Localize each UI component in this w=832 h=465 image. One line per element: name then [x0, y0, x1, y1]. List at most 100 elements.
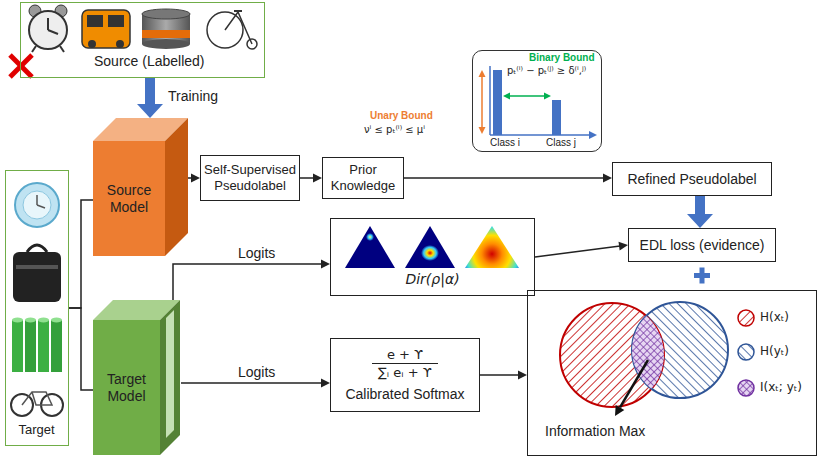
arrow-head: [618, 242, 628, 251]
alarm-clock-icon-part: [48, 30, 58, 34]
venn-diagram: [560, 302, 728, 416]
plus-sign-part: [700, 268, 705, 284]
red-cross-part: [10, 55, 32, 77]
bound-chart-part: [489, 66, 491, 135]
green-batteries-icon-part: [25, 318, 36, 323]
node-text: Class i: [490, 137, 520, 149]
legend-swatch: [736, 308, 756, 328]
connector-line: [535, 246, 620, 257]
alarm-clock-icon-part: [32, 46, 36, 52]
connector: [188, 174, 200, 183]
bound-chart-part: [490, 134, 590, 136]
edge-label: Logits: [236, 245, 277, 262]
legend-swatch-circle: [738, 380, 754, 396]
green-batteries-icon-part: [51, 318, 62, 323]
node-text: Target Model: [93, 320, 160, 455]
node-text: Unary Bound: [370, 110, 433, 122]
connector: [69, 200, 93, 308]
penny-farthing-icon-part: [234, 10, 242, 12]
green-batteries-icon-part: [12, 320, 23, 372]
black-bag-icon: [13, 245, 61, 302]
bound-chart-part: [479, 127, 486, 134]
bound-chart-part: [552, 100, 561, 135]
alarm-clock-icon-part: [60, 46, 64, 52]
target-model-cube: [93, 300, 180, 455]
node-text: Self-Supervised Pseudolabel: [204, 162, 296, 193]
connector: [300, 174, 322, 183]
alarm-clock-icon: [29, 5, 67, 52]
arrow-head: [321, 260, 330, 269]
bound-chart-part: [481, 76, 483, 128]
venn-diagram-part: [632, 302, 728, 398]
node-text: νⁱ ≤ pₜ⁽ⁱ⁾ ≤ μⁱ: [364, 124, 425, 136]
alarm-clock-icon-part: [47, 18, 49, 30]
connector-line: [181, 382, 322, 384]
softmax-box: e + ϒ∑ᵢ eᵢ + ϒCalibrated Softmax: [330, 338, 480, 412]
node-text: pₜ⁽ⁱ⁾ − pₜ⁽ʲ⁾ ≥ δ⁽ⁱ,ʲ⁾: [507, 65, 586, 77]
arrow-head: [687, 214, 713, 228]
connector-line: [173, 264, 322, 300]
black-bag-icon-part: [13, 252, 61, 302]
target-data-box: Target: [5, 170, 69, 446]
edge-label: Training: [166, 88, 220, 105]
connector: [137, 78, 163, 118]
legend-swatch: [736, 378, 756, 398]
bound-chart: [479, 66, 598, 139]
bicycle-icon: [11, 392, 63, 416]
venn-diagram-part: [632, 302, 728, 398]
process-box: Refined Pseudolabel: [612, 162, 772, 196]
orange-bag-icon-part: [108, 15, 124, 27]
dirichlet-simplex: [345, 226, 519, 268]
arrow-head: [518, 371, 527, 380]
battery-icon-part: [142, 39, 190, 49]
dirichlet-simplex-part: [405, 226, 455, 268]
legend-swatch-circle: [738, 310, 754, 326]
bound-chart-part: [509, 95, 545, 97]
target-model-cube-part: [160, 300, 180, 455]
blue-clock-icon-part: [37, 205, 45, 208]
loss-box: EDL loss (evidence): [628, 228, 776, 262]
connector-line: [480, 374, 519, 376]
dirichlet-simplex-part: [421, 245, 439, 261]
battery-icon-part: [142, 9, 190, 19]
bound-chart-box: Binary Boundpₜ⁽ⁱ⁾ − pₜ⁽ʲ⁾ ≥ δ⁽ⁱ,ʲ⁾Unary …: [472, 50, 602, 152]
green-batteries-icon-part: [51, 320, 62, 372]
node-text: e + ϒ: [381, 347, 429, 363]
arrow-head: [321, 379, 330, 388]
dirichlet-simplex-part: [366, 233, 374, 241]
connector-line: [145, 78, 155, 105]
venn-diagram-part: [615, 405, 624, 416]
connector: [69, 308, 93, 390]
blue-clock-icon-part: [36, 195, 38, 205]
connector-line: [69, 308, 93, 390]
connector-line: [695, 196, 705, 215]
legend-swatch-circle: [738, 344, 754, 360]
green-batteries-icon-part: [38, 318, 49, 323]
source-data-box: Source (Labelled): [20, 2, 265, 78]
green-batteries-icon-part: [38, 320, 49, 372]
orange-bag-icon-part: [87, 15, 103, 27]
orange-bag-icon: [82, 10, 130, 48]
legend-swatch: [736, 342, 756, 362]
orange-bag-icon-part: [116, 40, 124, 48]
target-model-cube-part: [166, 310, 174, 438]
plus-sign: [694, 268, 710, 284]
process-box: Prior Knowledge: [322, 157, 404, 199]
source-model-cube-part: [165, 118, 188, 256]
dirichlet-simplex-part: [345, 226, 395, 268]
black-bag-icon-part: [16, 265, 58, 269]
connector: [687, 196, 713, 228]
bound-chart-part: [493, 70, 502, 135]
legend-text: H(xₜ): [760, 310, 789, 324]
bicycle-icon-part: [22, 392, 52, 405]
node-text: Refined Pseudolabel: [627, 171, 756, 188]
connector-line: [404, 177, 604, 179]
node-text: ∑ᵢ eᵢ + ϒ: [372, 363, 438, 381]
edge-label: Logits: [236, 364, 277, 381]
arrow-head: [191, 174, 200, 183]
node-text: Binary Bound: [529, 52, 595, 64]
node-text: Prior Knowledge: [326, 162, 400, 193]
process-box: Self-Supervised Pseudolabel: [200, 155, 300, 201]
target-model-cube-part: [93, 320, 160, 455]
